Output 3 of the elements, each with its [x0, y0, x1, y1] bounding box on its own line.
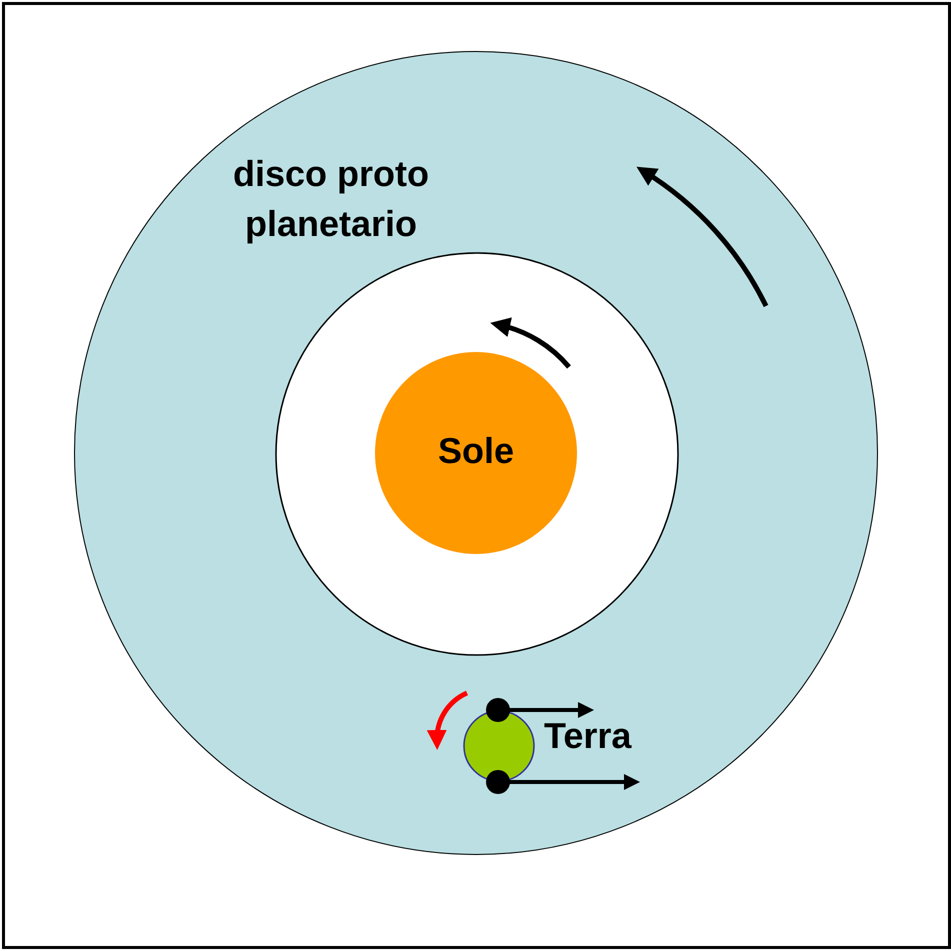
sun-label: Sole: [436, 429, 516, 473]
disc-label: disco proto planetario: [232, 152, 430, 246]
planet-label: Terra: [544, 714, 632, 758]
